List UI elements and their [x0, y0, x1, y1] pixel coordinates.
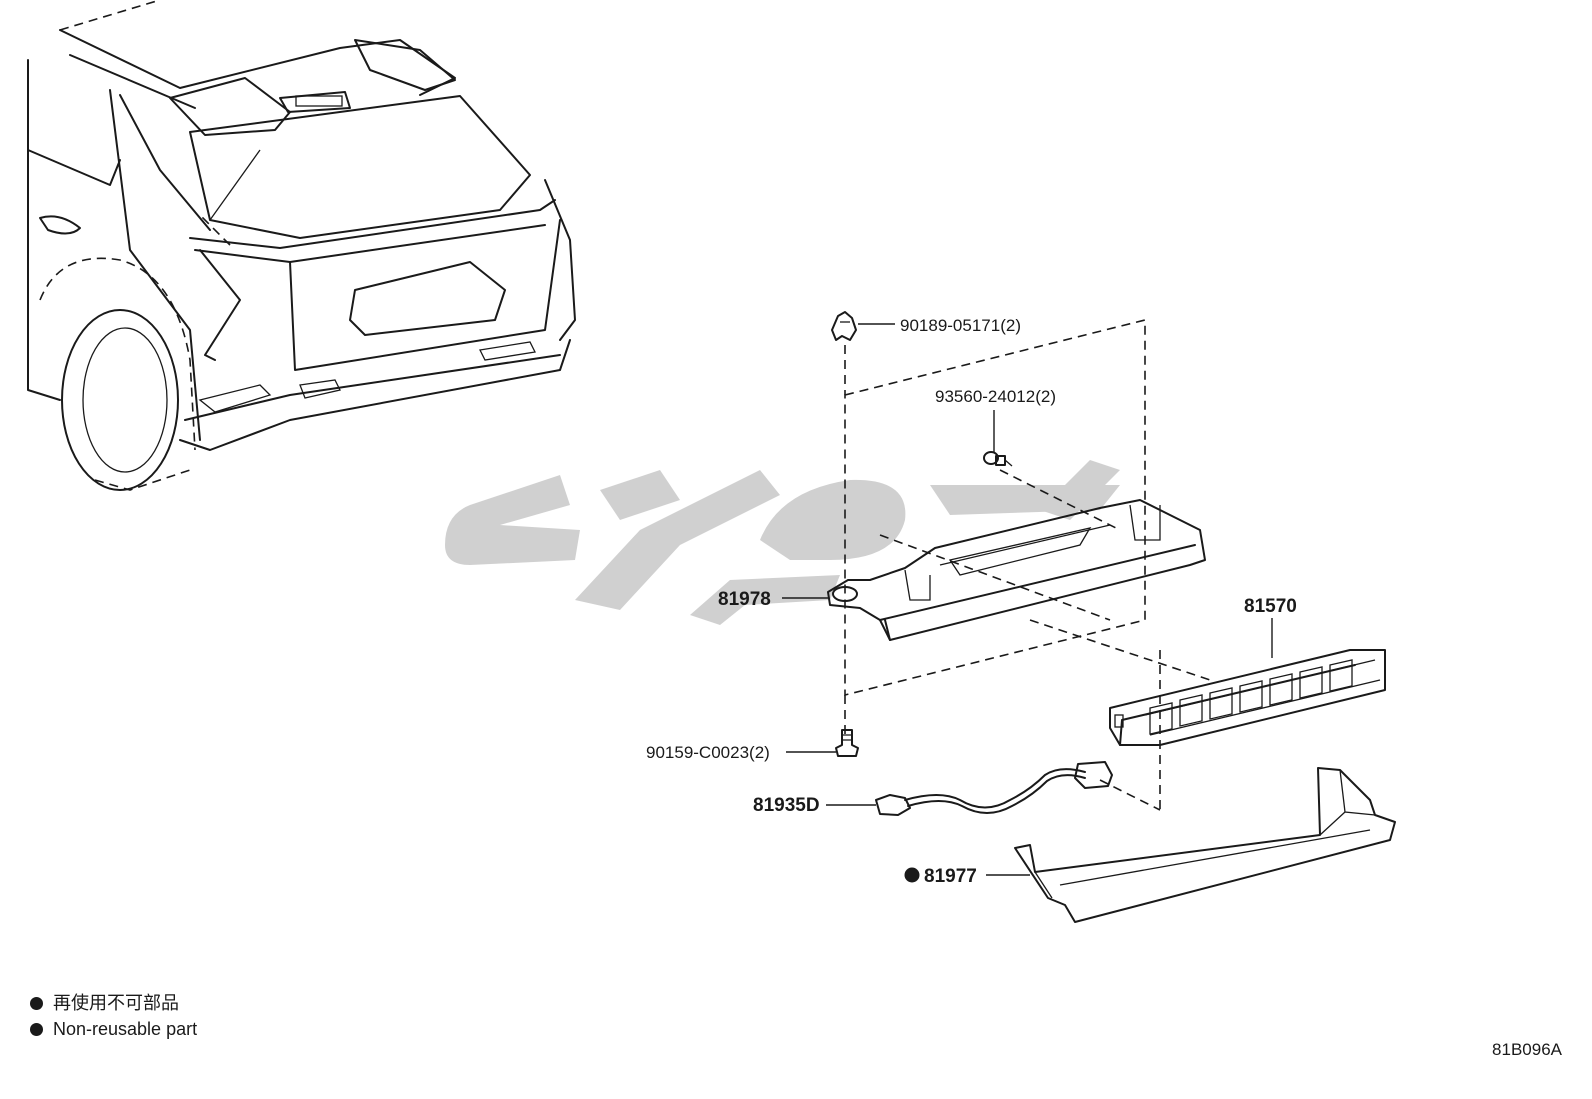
leader-lines	[782, 323, 1273, 876]
label-81978: 81978	[718, 589, 771, 610]
legend-row-jp: 再使用不可部品	[30, 990, 197, 1016]
clip-90189[interactable]	[831, 311, 857, 341]
brand-logo-watermark	[445, 460, 1120, 625]
label-81570: 81570	[1244, 596, 1297, 617]
label-81935D: 81935D	[753, 795, 820, 816]
label-81977: 81977	[924, 866, 977, 887]
legend-label-en: Non-reusable part	[53, 1019, 198, 1039]
legend-label-jp: 再使用不可部品	[53, 993, 179, 1013]
vehicle-rear-illustration	[27, 0, 576, 491]
lamp-cells	[1149, 659, 1353, 735]
label-90159: 90159-C0023(2)	[646, 743, 770, 762]
mounting-frame-dashes	[844, 318, 1211, 811]
legend-row-en: Non-reusable part	[30, 1016, 197, 1042]
filled-circle-icon	[30, 996, 43, 1010]
bracket-81978[interactable]	[827, 499, 1206, 641]
cover-81977[interactable]	[1014, 767, 1396, 923]
diagram-code: 81B096A	[1492, 1040, 1562, 1059]
legend: 再使用不可部品 Non-reusable part	[30, 990, 197, 1042]
bolt-90159[interactable]	[835, 729, 859, 757]
filled-circle-icon	[30, 1022, 43, 1036]
wire-81935D[interactable]	[875, 761, 1113, 816]
non-reusable-marker-icon	[904, 867, 920, 883]
screw-93560[interactable]	[983, 451, 1013, 467]
label-93560: 93560-24012(2)	[935, 387, 1056, 406]
stop-lamp-81570[interactable]	[1109, 649, 1386, 746]
label-90189: 90189-05171(2)	[900, 316, 1021, 335]
